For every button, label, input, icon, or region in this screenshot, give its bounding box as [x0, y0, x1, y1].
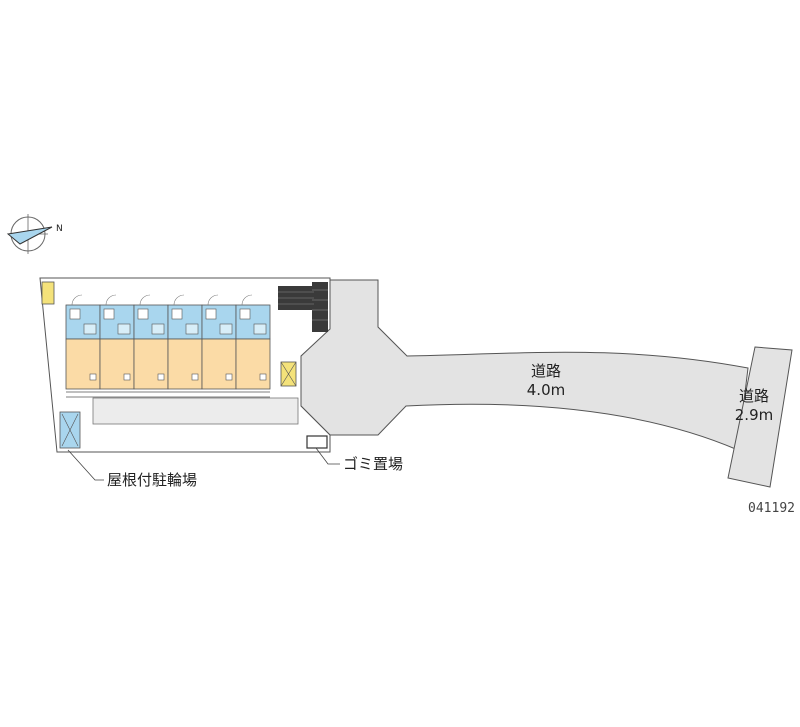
road-side-width: 2.9m: [735, 406, 773, 424]
bicycle-callout-line: [67, 449, 104, 481]
compass-arrow-icon: [6, 226, 53, 245]
meter-box-icon: [280, 361, 297, 387]
bicycle-parking: [59, 411, 81, 449]
unit-4: [167, 294, 203, 390]
garbage-area: [306, 435, 328, 449]
garbage-callout-line: [315, 447, 340, 465]
mailbox-icon: [41, 281, 55, 305]
road-main-name: 道路: [531, 362, 561, 380]
road-side-name: 道路: [739, 387, 769, 405]
road-main-width: 4.0m: [527, 381, 565, 399]
apartment-units: [65, 294, 271, 398]
road-side: [727, 346, 793, 488]
unit-1: [65, 294, 101, 390]
compass: N: [6, 214, 63, 254]
unit-6: [235, 294, 271, 390]
plan-code: 041192: [748, 501, 795, 516]
north-label: N: [56, 224, 63, 234]
bicycle-parking-label: 屋根付駐輪場: [107, 471, 197, 489]
walkway: [92, 397, 299, 425]
unit-3: [133, 294, 169, 390]
garbage-area-label: ゴミ置場: [343, 455, 403, 473]
stairs: [278, 282, 328, 332]
unit-5: [201, 294, 237, 390]
unit-2: [99, 294, 135, 390]
road-main: [300, 279, 749, 451]
